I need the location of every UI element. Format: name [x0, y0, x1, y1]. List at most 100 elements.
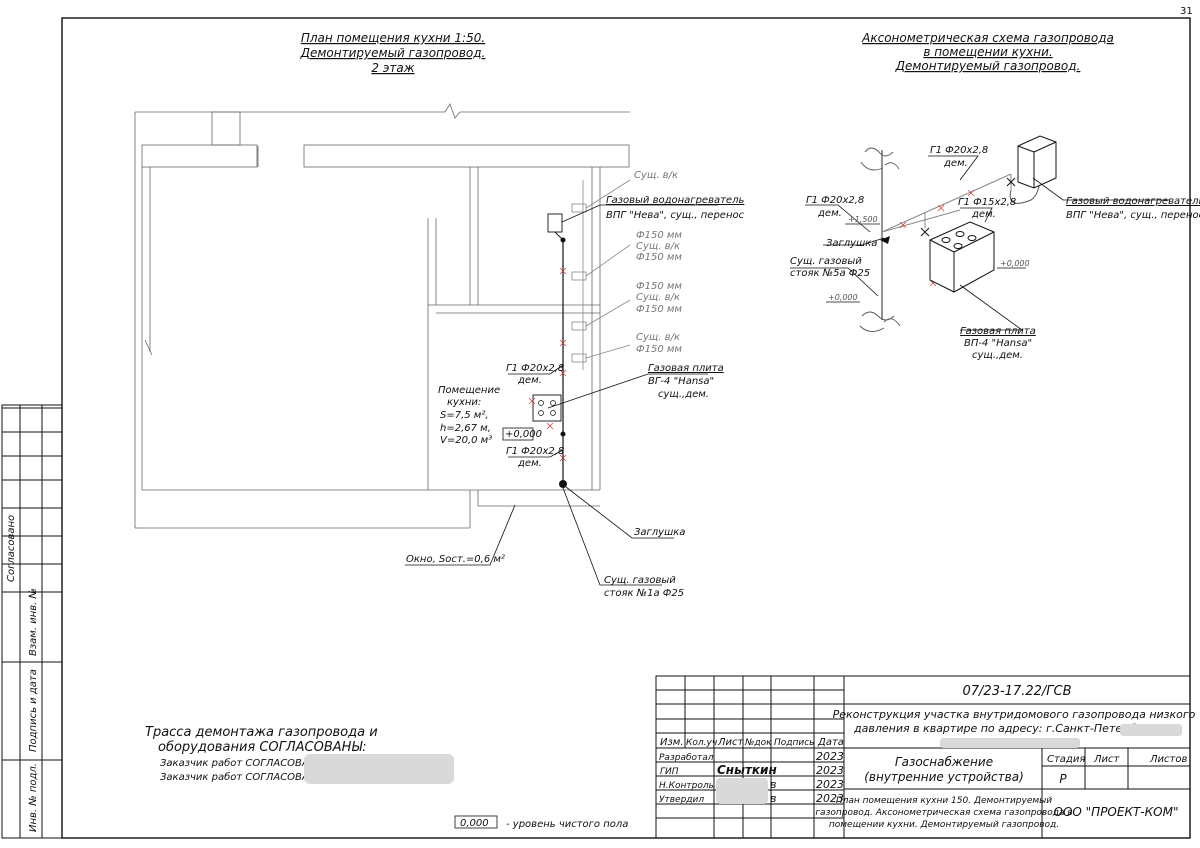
plan-demolition-marks: [528, 267, 567, 462]
plan-title-3: 2 этаж: [371, 61, 414, 75]
tb-section-2: (внутренние устройства): [864, 770, 1024, 784]
plan-stove-1: Газовая плита: [648, 363, 724, 374]
plan-walls: [134, 103, 630, 529]
axo-water-heater: [1017, 135, 1057, 189]
plan-water-heater-2: ВПГ "Нева", сущ., перенос: [606, 210, 745, 221]
stamp-agreed: Согласовано: [6, 515, 17, 582]
tb-sheet-header: Лист: [1093, 754, 1121, 765]
plan-pipe-bottom-1: Г1 Ф20х2,8: [506, 446, 564, 457]
tb-header-sign: Подпись: [774, 738, 814, 748]
vk-label-7: Ф150 мм: [636, 304, 682, 315]
axo-level-zero-right: +0,000: [1000, 259, 1030, 268]
plan-pipe-top-2: дем.: [517, 375, 542, 386]
tb-date-4: 2023: [816, 792, 844, 805]
legend-value: 0,000: [460, 818, 489, 829]
axo-pipe-b-2: дем.: [817, 208, 842, 219]
axo-level-1500: +1,500: [848, 215, 878, 224]
axo-title-3: Демонтируемый газопровод.: [895, 59, 1081, 73]
axo-title-2: в помещении кухни.: [923, 45, 1052, 59]
redacted-signatures: [304, 754, 454, 784]
plan-title-2: Демонтируемый газопровод.: [300, 46, 486, 60]
vk-label-4: Ф150 мм: [636, 252, 682, 263]
plan-title-1: План помещения кухни 1:50.: [301, 31, 485, 45]
room-label-2: кухни:: [447, 397, 481, 408]
axo-stove-2: ВП-4 "Hansa": [964, 338, 1032, 349]
tb-gip-name: Сныткин: [717, 763, 777, 777]
axo-pipe-a-1: Г1 Ф20х2,8: [930, 145, 988, 156]
tb-date-2: 2023: [816, 764, 844, 777]
tb-header-kolvo: Кол.уч: [686, 738, 717, 748]
stamp-replace-inv: Взам. инв. №: [28, 588, 39, 656]
tb-sheet-desc-1: План помещения кухни 150. Демонтируемый: [836, 796, 1052, 806]
stamp-inv-original: Инв. № подл.: [28, 763, 39, 832]
tb-sig-mark-2: в: [770, 792, 776, 805]
vk-label-1: Сущ. в/к: [634, 170, 678, 181]
tb-header-ndoc: №док: [744, 738, 772, 748]
plan-leaders: [405, 204, 718, 586]
axo-leaders: [790, 155, 1170, 331]
approval-line-2: оборудования СОГЛАСОВАНЫ:: [158, 740, 366, 755]
axo-riser-2: стояк №5а Ф25: [790, 268, 870, 279]
tb-sheets-header: Листов: [1149, 754, 1187, 765]
axo-riser: [859, 147, 901, 332]
tb-date-1: 2023: [816, 750, 844, 763]
axo-water-heater-2: ВПГ "Нева", сущ., перенос: [1066, 210, 1200, 221]
tb-code: 07/23-17.22/ГСВ: [963, 684, 1072, 699]
redacted-address-1: [1120, 724, 1182, 736]
plan-gas-pipe: [532, 213, 564, 485]
room-label-3: S=7,5 м²,: [440, 410, 489, 421]
plan-plug: Заглушка: [634, 527, 685, 538]
tb-header-list: Лист: [717, 737, 745, 748]
tb-sheet-desc-2: газопровод. Аксонометрическая схема газо…: [815, 808, 1072, 818]
tb-header-izm: Изм.: [660, 737, 684, 748]
vk-label-6: Сущ. в/к: [636, 292, 680, 303]
approval-customer-2: Заказчик работ СОГЛАСОВАНО: [160, 771, 324, 783]
room-label-4: h=2,67 м,: [440, 423, 491, 434]
vk-label-2: Ф150 мм: [636, 230, 682, 241]
tb-stage-header: Стадия: [1047, 754, 1085, 765]
room-label-1: Помещение: [438, 385, 500, 396]
axo-water-heater-1: Газовый водонагреватель: [1066, 196, 1200, 207]
tb-section-1: Газоснабжение: [895, 755, 993, 769]
page-number: 31: [1180, 6, 1193, 17]
tb-sig-mark-1: в: [770, 778, 776, 791]
redacted-names: [716, 778, 768, 804]
axo-stove-3: сущ.,дем.: [972, 350, 1023, 361]
axo-riser-1: Сущ. газовый: [790, 256, 862, 267]
tb-role-developer: Разработал: [659, 753, 714, 763]
plan-pipe-bottom-2: дем.: [517, 458, 542, 469]
axo-pipe-a-2: дем.: [943, 158, 968, 169]
axo-pipe-b-1: Г1 Ф20х2,8: [806, 195, 864, 206]
tb-sheet-desc-3: помещении кухни. Демонтируемый газопрово…: [829, 820, 1059, 830]
tb-company: ООО "ПРОЕКТ-КОМ": [1054, 805, 1179, 819]
axo-stove: [929, 221, 995, 293]
axo-level-zero-left: +0,000: [828, 293, 858, 302]
axo-pipe-c-1: Г1 Ф15х2,8: [958, 197, 1016, 208]
title-block-grid: [655, 675, 1191, 839]
plan-water-heater-1: Газовый водонагреватель: [606, 195, 744, 206]
stamp-signature-date: Подпись и дата: [28, 669, 39, 752]
vk-label-9: Ф150 мм: [636, 344, 682, 355]
side-stamp: [1, 404, 63, 839]
tb-role-control: Н.Контроль: [659, 781, 714, 791]
plan-level-zero: +0,000: [505, 429, 542, 440]
plan-riser-1: Сущ. газовый: [604, 575, 676, 586]
approval-customer-1: Заказчик работ СОГЛАСОВАНО: [160, 757, 324, 769]
plan-stove-2: ВГ-4 "Hansa": [648, 376, 714, 387]
legend-text: - уровень чистого пола: [506, 819, 628, 830]
plan-stove-3: сущ.,дем.: [658, 389, 709, 400]
plan-vent-ducts: [571, 179, 631, 370]
axo-title-1: Аксонометрическая схема газопровода: [861, 31, 1114, 45]
plan-pipe-top-1: Г1 Ф20х2,8: [506, 363, 564, 374]
room-label-5: V=20,0 м³: [440, 435, 492, 446]
approval-line-1: Трасса демонтажа газопровода и: [145, 725, 378, 740]
tb-header-date: Дата: [817, 737, 844, 748]
plan-window: Окно, Sост.=0,6 м²: [406, 554, 505, 565]
tb-stage-value: Р: [1059, 772, 1067, 786]
axo-plug: Заглушка: [826, 238, 877, 249]
axo-pipe-c-2: дем.: [971, 209, 996, 220]
axo-stove-1: Газовая плита: [960, 326, 1036, 337]
vk-label-8: Сущ. в/к: [636, 332, 680, 343]
tb-project-1: Реконструкция участка внутридомового газ…: [833, 708, 1196, 721]
